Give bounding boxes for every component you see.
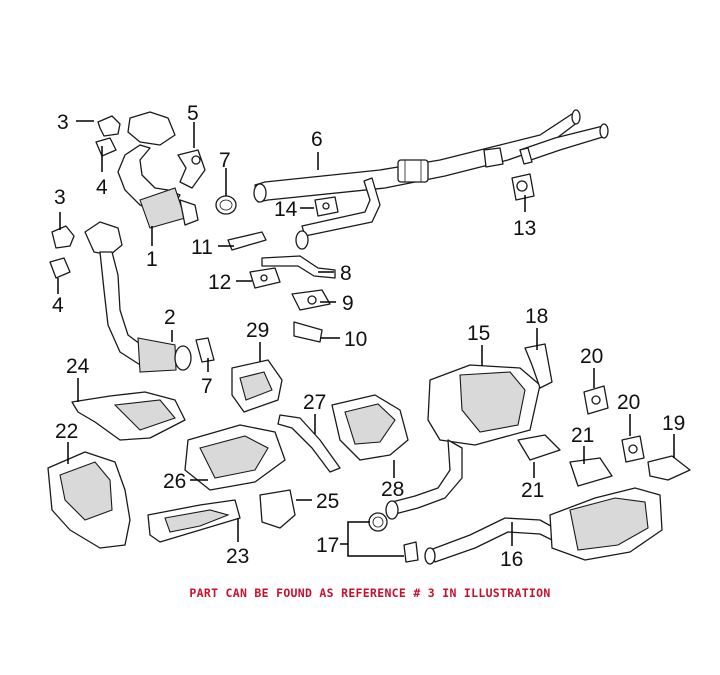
part-13-hanger (511, 173, 535, 201)
callout-5: 5 (187, 102, 199, 125)
part-20-mount-b (621, 435, 645, 463)
part-17-clamp-a (368, 512, 388, 532)
callout-13: 13 (513, 217, 536, 240)
part-1-front-pipe (117, 111, 199, 229)
callout-11: 11 (191, 236, 213, 259)
part-4-clamp-upper (95, 137, 117, 157)
callout-19: 19 (662, 412, 685, 435)
part-22-heat-shield (47, 451, 131, 549)
part-15-muffler (385, 364, 541, 520)
callout-12: 12 (208, 271, 231, 294)
part-19-bracket (647, 455, 691, 481)
part-12-plate (249, 267, 281, 289)
callout-22: 22 (55, 420, 78, 443)
callout-8: 8 (340, 262, 352, 285)
callout-15: 15 (467, 322, 490, 345)
part-21-bracket-b (569, 457, 613, 487)
callout-21-upper: 21 (571, 424, 594, 447)
part-3-clamp-upper (97, 115, 121, 137)
reference-footnote: PART CAN BE FOUND AS REFERENCE # 3 IN IL… (189, 586, 551, 600)
leader-lines (57, 120, 675, 557)
callout-28: 28 (381, 478, 404, 501)
part-14-bracket (314, 196, 339, 217)
part-4-clamp-lower (49, 257, 71, 279)
part-9-mount (291, 289, 331, 311)
callout-10: 10 (344, 328, 367, 351)
callout-7-lower: 7 (201, 375, 213, 398)
part-29-heat-shield (231, 359, 283, 413)
part-20-mount-a (583, 385, 609, 415)
callout-7-upper: 7 (219, 149, 231, 172)
callout-24: 24 (66, 355, 90, 378)
callout-26: 26 (163, 470, 186, 493)
part-21-bracket-a (517, 434, 561, 461)
part-2-front-pipe (84, 221, 192, 373)
callout-1: 1 (146, 248, 158, 271)
part-5-bracket (177, 149, 206, 189)
callout-29: 29 (246, 319, 269, 342)
callout-3-lower: 3 (54, 186, 66, 209)
callout-18: 18 (525, 305, 548, 328)
part-17-clamp-b (403, 541, 419, 563)
callout-16: 16 (500, 548, 523, 571)
part-7-clamp-upper (215, 195, 237, 215)
callout-3-upper: 3 (57, 111, 69, 134)
callout-20-lower: 20 (617, 391, 640, 414)
callout-17: 17 (316, 534, 339, 557)
part-6-y-pipe (253, 109, 609, 250)
callout-6: 6 (311, 128, 323, 151)
part-23-heat-shield (147, 499, 241, 543)
part-24-heat-shield (71, 391, 186, 441)
callout-4-upper: 4 (96, 176, 108, 199)
callout-25: 25 (316, 490, 339, 513)
part-11-bracket (227, 231, 267, 251)
callout-9: 9 (342, 292, 354, 315)
callout-27: 27 (303, 391, 326, 414)
part-25-bracket (259, 489, 296, 529)
callout-20-upper: 20 (580, 345, 603, 368)
callout-2: 2 (164, 306, 176, 329)
callout-14: 14 (274, 198, 298, 221)
part-26-heat-shield (184, 424, 286, 491)
part-8-strap (261, 255, 336, 279)
part-3-clamp-lower (51, 225, 75, 249)
part-10-mount (293, 321, 323, 343)
part-18-bracket (524, 343, 553, 389)
callout-21-lower: 21 (521, 479, 544, 502)
callout-23: 23 (226, 545, 249, 568)
part-27-strip (277, 414, 341, 473)
callout-4-lower: 4 (52, 294, 64, 317)
callout-numbers: 3 4 5 6 7 1 3 4 14 13 11 12 8 9 10 2 29 … (52, 102, 685, 571)
part-16-rear-muffler (424, 487, 663, 565)
part-28-heat-shield (331, 394, 409, 461)
part-7-clamp-lower (195, 337, 215, 363)
